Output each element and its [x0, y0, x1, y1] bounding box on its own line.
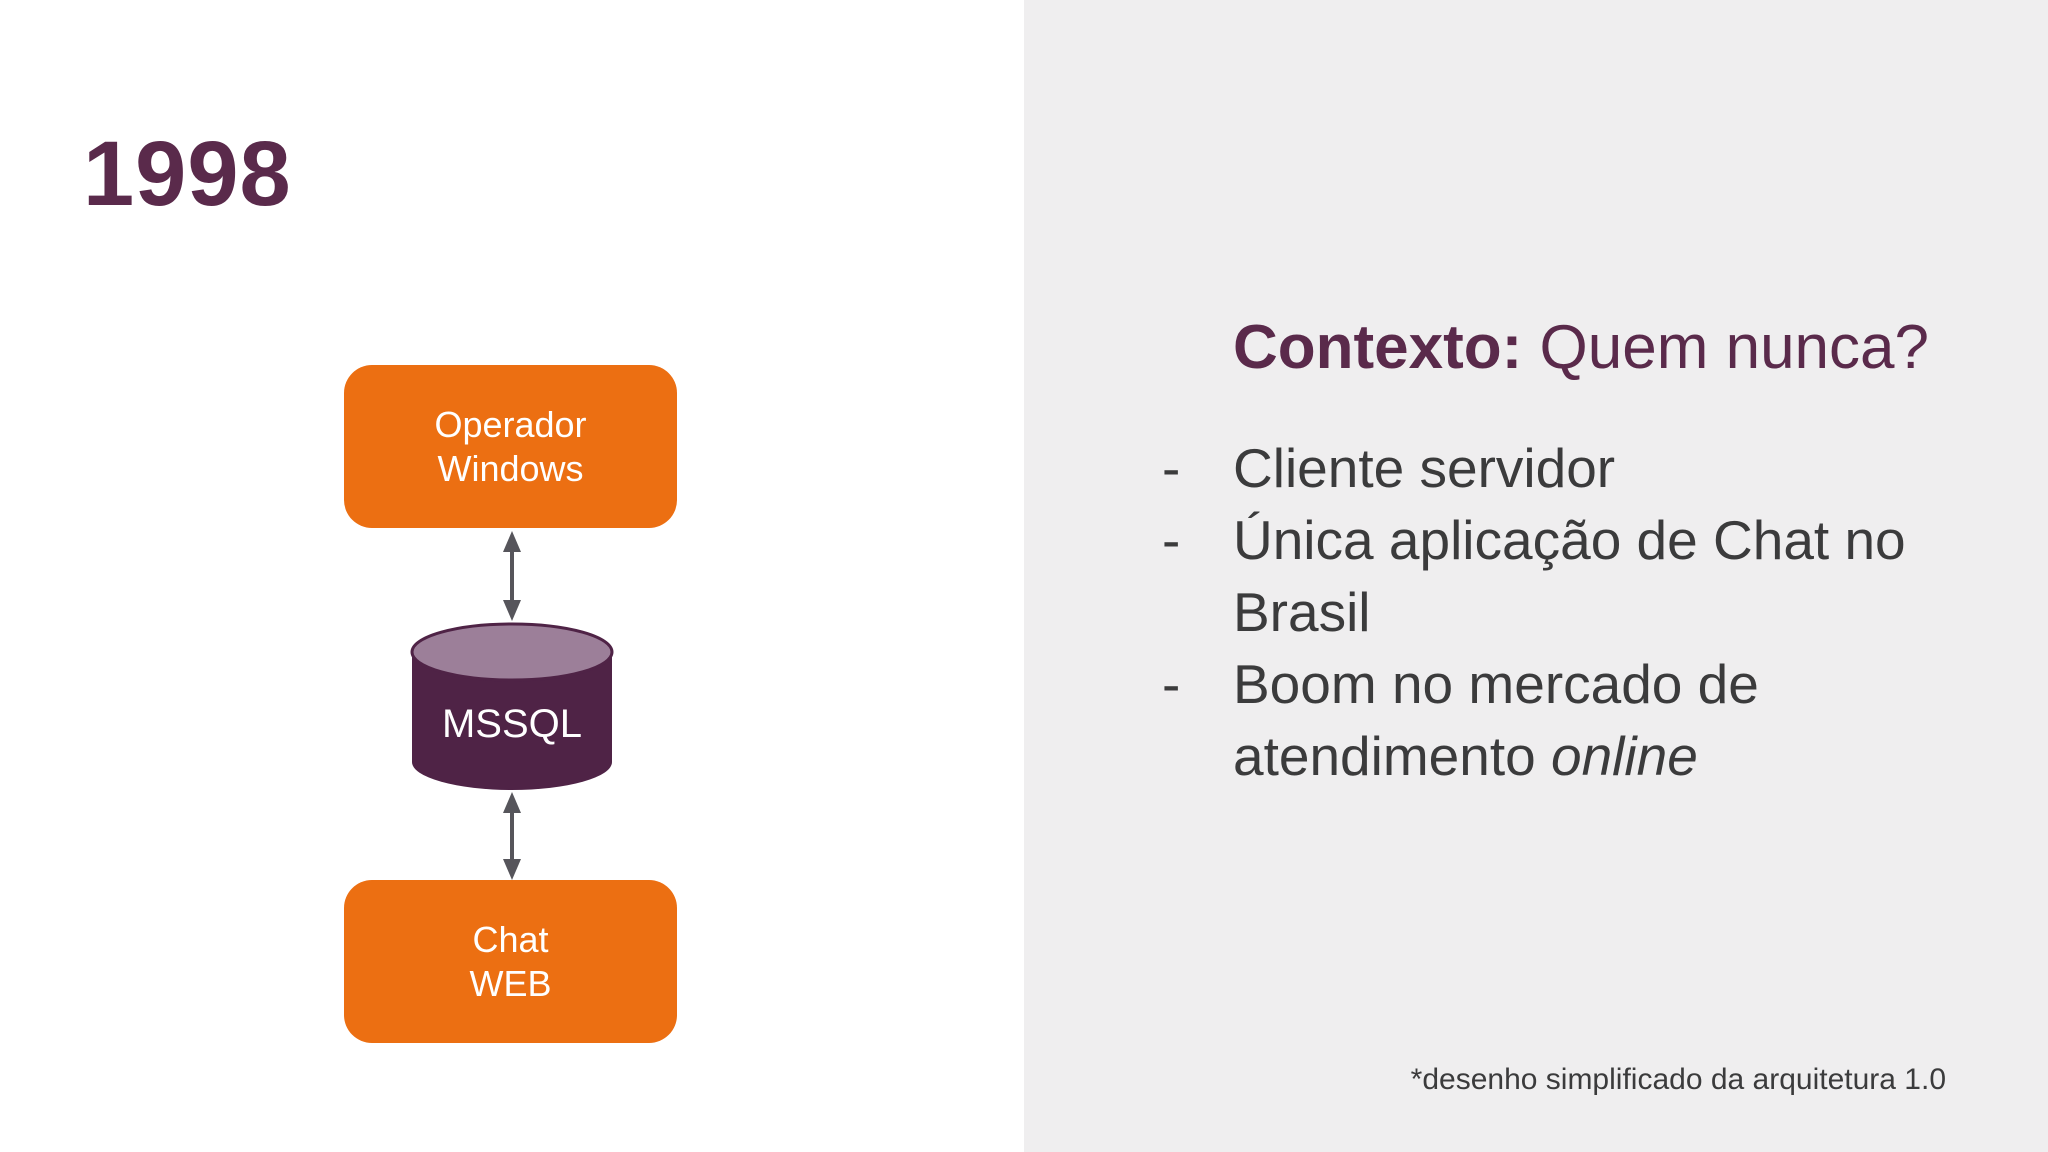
list-line: -Cliente servidor — [1162, 432, 1922, 504]
list-line: -Única aplicação de Chat no — [1162, 504, 1922, 576]
year-title: 1998 — [83, 123, 292, 225]
chat-web-label-line2: WEB — [469, 962, 552, 1004]
list-line-text: atendimento online — [1233, 725, 1698, 787]
list-line: Brasil — [1162, 576, 1922, 648]
operator-windows-label-line2: Windows — [437, 447, 584, 489]
list-line: atendimento online — [1162, 720, 1922, 792]
architecture-footnote: *desenho simplificado da arquitetura 1.0 — [1410, 1063, 1946, 1096]
chat-web-box: Chat WEB — [344, 880, 677, 1043]
bullet-dash: - — [1162, 437, 1181, 499]
operator-windows-box: Operador Windows — [344, 365, 677, 528]
double-arrow-icon — [503, 531, 521, 621]
chat-web-label-line1: Chat — [472, 918, 549, 960]
list-line-text: Brasil — [1233, 581, 1371, 643]
context-heading-bold: Contexto: — [1233, 313, 1523, 382]
database-cylinder-icon — [410, 622, 614, 790]
list-line-text: Cliente servidor — [1233, 437, 1616, 499]
list-line: -Boom no mercado de — [1162, 648, 1922, 720]
double-arrow-icon — [503, 792, 521, 880]
right-panel-background — [1024, 0, 2048, 1152]
context-heading-regular: Quem nunca? — [1522, 313, 1929, 382]
list-line-text: Única aplicação de Chat no — [1233, 509, 1906, 571]
bullet-dash — [1162, 720, 1233, 792]
bullet-dash: - — [1162, 653, 1181, 715]
context-list: -Cliente servidor-Única aplicação de Cha… — [1162, 432, 1922, 792]
list-line-text: Boom no mercado de — [1233, 653, 1759, 715]
context-heading: Contexto: Quem nunca? — [1233, 317, 1929, 379]
mssql-label: MSSQL — [441, 702, 583, 746]
bullet-dash — [1162, 576, 1233, 648]
operator-windows-label-line1: Operador — [434, 403, 587, 445]
bullet-dash: - — [1162, 509, 1181, 571]
